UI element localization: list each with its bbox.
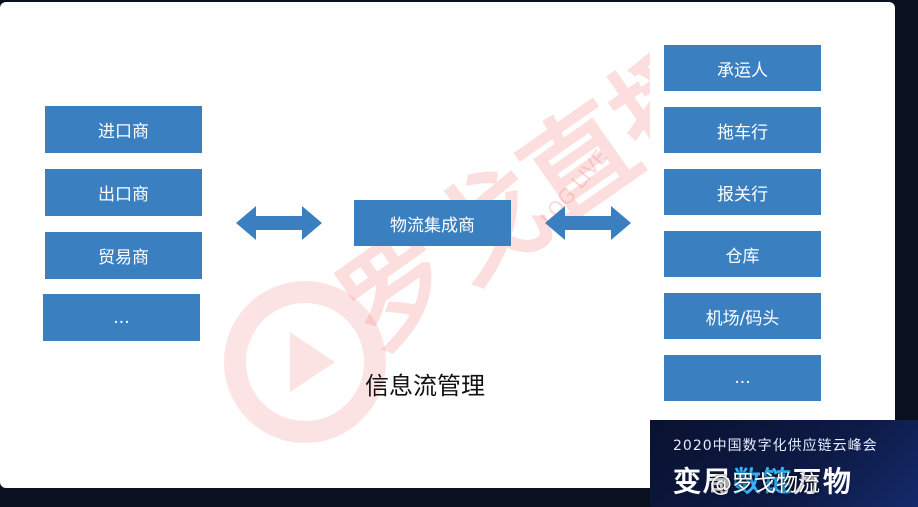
conference-title: 2020中国数字化供应链云峰会 xyxy=(673,438,878,454)
conference-slogan: 变局数链万物 xyxy=(673,460,853,500)
right-box-airport-port: 机场/码头 xyxy=(664,293,821,339)
watermark-play-icon xyxy=(290,332,335,392)
slogan-part-a: 变局 xyxy=(673,465,734,498)
left-box-importer: 进口商 xyxy=(45,106,202,153)
slogan-part-c: 万物 xyxy=(793,465,854,498)
caption-info-flow: 信息流管理 xyxy=(365,372,485,400)
double-arrow-right-icon xyxy=(545,206,631,240)
right-box-customs: 报关行 xyxy=(664,169,821,215)
double-arrow-left-icon xyxy=(236,206,322,240)
credit-watermark: @罗戈物流 xyxy=(710,472,821,497)
slide: 罗戈直播 LOG LIVE 进口商 出口商 贸易商 ... 物流集成商 承运人 … xyxy=(0,2,895,488)
left-box-trader: 贸易商 xyxy=(45,232,202,279)
left-box-more: ... xyxy=(43,294,200,341)
right-box-more: ... xyxy=(664,355,821,401)
right-box-carrier: 承运人 xyxy=(664,45,821,91)
watermark-ring-icon xyxy=(224,281,386,443)
center-box-integrator: 物流集成商 xyxy=(354,200,511,246)
conference-banner: 2020中国数字化供应链云峰会 变局数链万物 @罗戈物流 xyxy=(650,420,918,507)
slogan-part-b: 数链 xyxy=(733,465,794,498)
right-box-warehouse: 仓库 xyxy=(664,231,821,277)
left-box-exporter: 出口商 xyxy=(45,169,202,216)
right-box-trucking: 拖车行 xyxy=(664,107,821,153)
